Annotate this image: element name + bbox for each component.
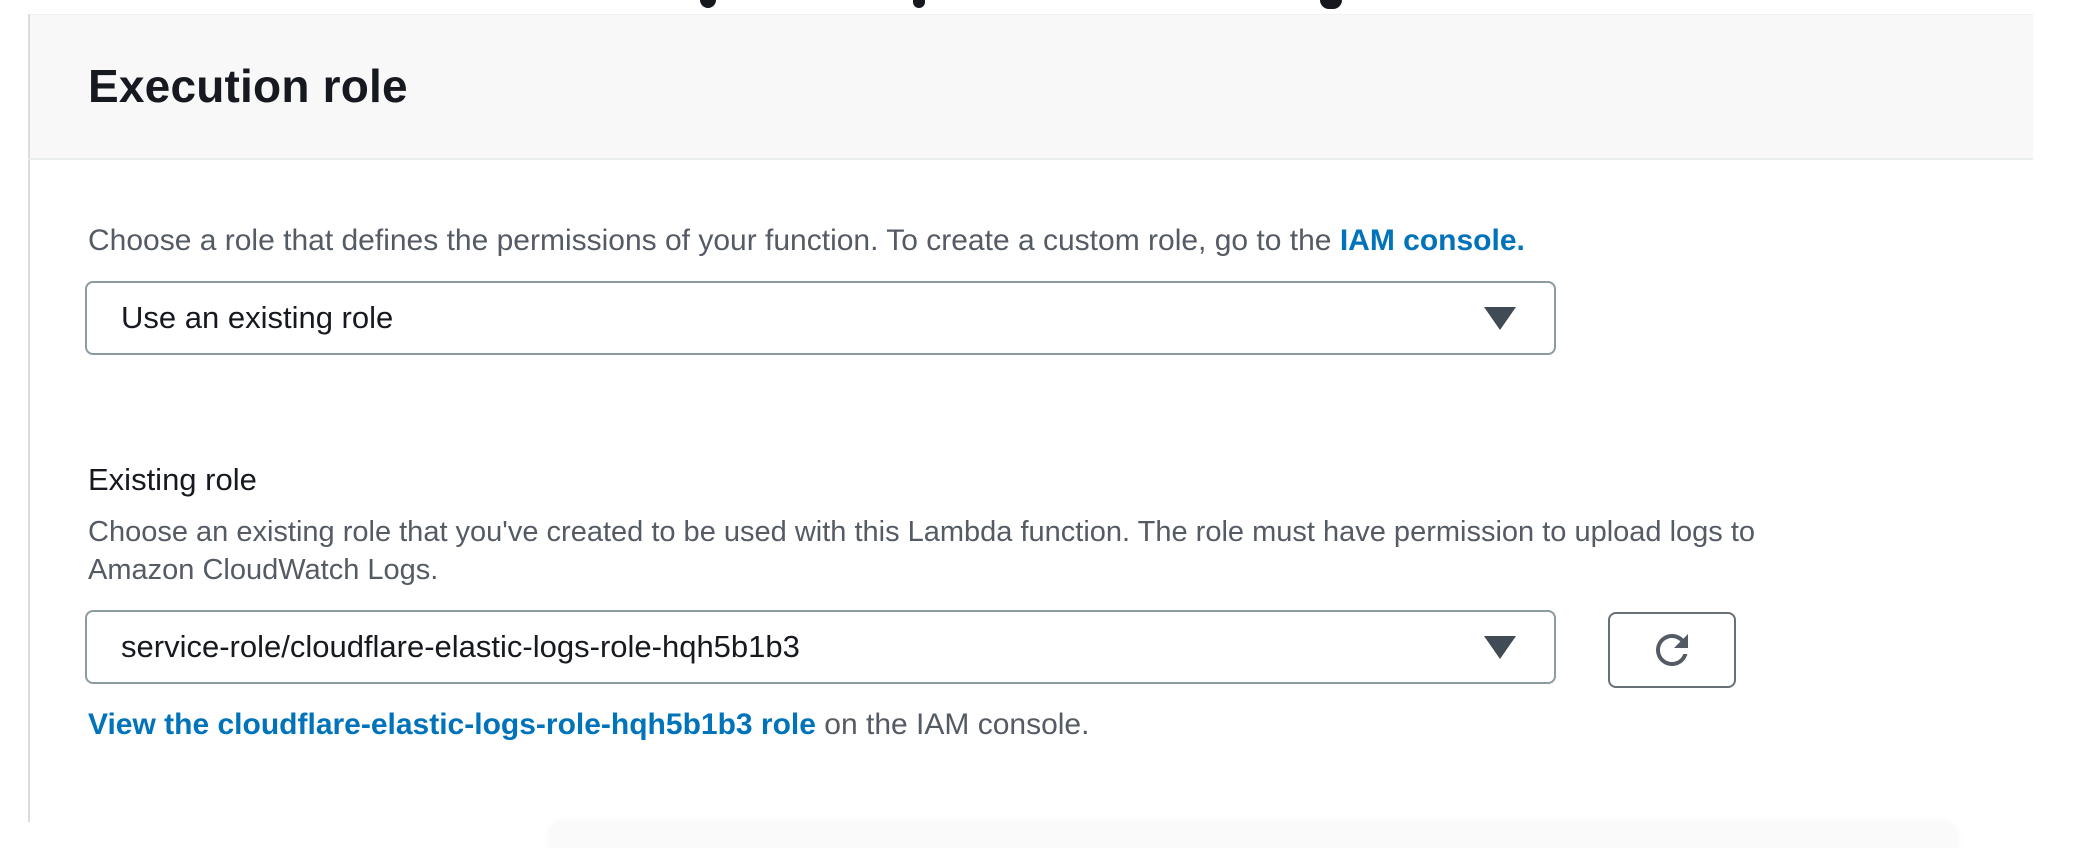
- next-panel-top-edge: [548, 820, 1958, 848]
- clipped-text-descender: [1320, 0, 1342, 9]
- caret-down-icon: [1484, 307, 1516, 330]
- execution-role-section-header: Execution role: [30, 14, 2033, 159]
- intro-suffix: .: [1516, 224, 1525, 257]
- caret-down-icon: [1484, 636, 1516, 659]
- intro-text: Choose a role that defines the permissio…: [88, 224, 1340, 257]
- existing-role-label: Existing role: [88, 462, 257, 497]
- existing-role-select[interactable]: service-role/cloudflare-elastic-logs-rol…: [85, 610, 1556, 684]
- iam-console-link[interactable]: IAM console: [1339, 224, 1517, 257]
- role-source-select-value: Use an existing role: [121, 300, 394, 335]
- clipped-text-descender: [700, 0, 716, 8]
- role-source-select[interactable]: Use an existing role: [85, 281, 1556, 355]
- section-title: Execution role: [88, 60, 408, 112]
- card-left-border: [28, 14, 30, 822]
- view-role-line: View the cloudflare-elastic-logs-role-hq…: [88, 708, 1089, 742]
- existing-role-description-line2: Amazon CloudWatch Logs.: [88, 554, 439, 586]
- clipped-text-descender: [913, 0, 925, 8]
- refresh-roles-button[interactable]: [1608, 612, 1736, 688]
- section-divider: [28, 158, 2033, 160]
- refresh-icon: [1648, 626, 1696, 674]
- role-intro-text: Choose a role that defines the permissio…: [88, 224, 1525, 258]
- view-role-link[interactable]: View the cloudflare-elastic-logs-role-hq…: [88, 708, 816, 741]
- view-role-suffix: on the IAM console.: [815, 708, 1090, 741]
- existing-role-description-line1: Choose an existing role that you've crea…: [88, 516, 1756, 548]
- existing-role-select-value: service-role/cloudflare-elastic-logs-rol…: [121, 629, 800, 664]
